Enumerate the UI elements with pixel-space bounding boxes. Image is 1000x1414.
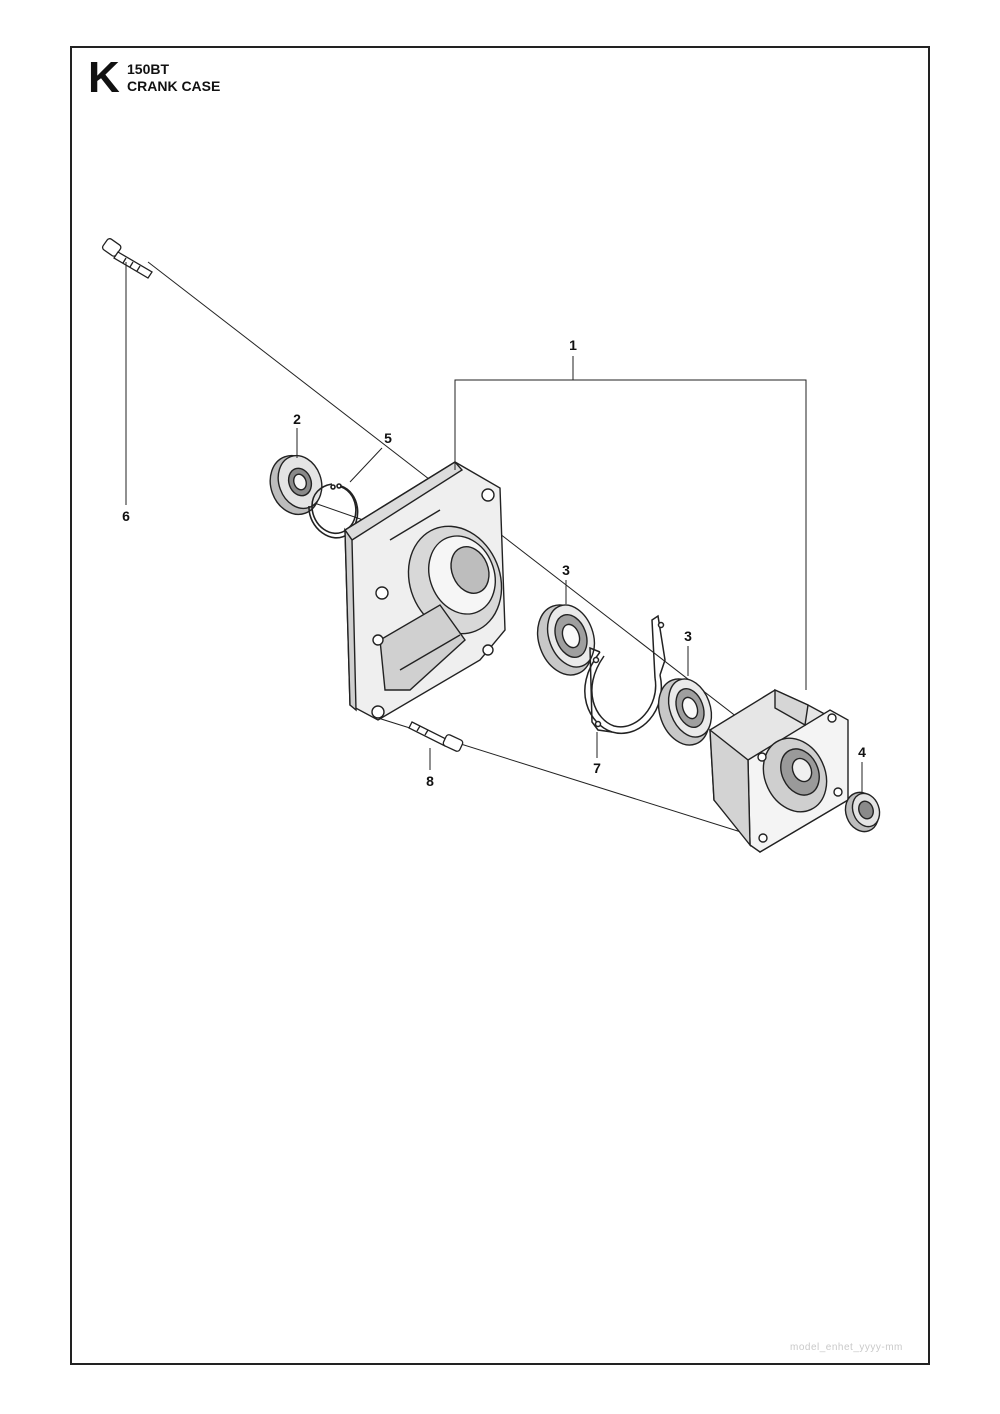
footer-watermark: model_enhet_yyyy-mm xyxy=(790,1342,903,1353)
part-3-bearing-b xyxy=(657,678,713,746)
callout-4: 4 xyxy=(858,744,866,760)
part-4-seal xyxy=(844,791,881,833)
page-frame xyxy=(70,46,930,1365)
callout-6: 6 xyxy=(122,508,130,524)
part-8-bolt xyxy=(408,721,464,752)
diagram-title: CRANK CASE xyxy=(127,78,221,94)
callout-1: 1 xyxy=(569,337,577,353)
part-1-crankcase-right xyxy=(709,688,849,853)
callout-3-first: 3 xyxy=(562,562,570,578)
part-1-crankcase-left xyxy=(344,461,506,721)
leader-lines xyxy=(125,262,863,794)
part-3-bearing-a xyxy=(536,604,596,676)
callout-2: 2 xyxy=(293,411,301,427)
callout-8: 8 xyxy=(426,773,434,789)
part-7-gasket xyxy=(584,614,666,735)
part-2-seal xyxy=(269,454,323,516)
model-name: 150BT xyxy=(127,61,170,77)
callout-3-second: 3 xyxy=(684,628,692,644)
section-letter: K xyxy=(88,53,120,102)
callout-5: 5 xyxy=(384,430,392,446)
part-6-bolt xyxy=(101,238,153,279)
callout-7: 7 xyxy=(593,760,601,776)
